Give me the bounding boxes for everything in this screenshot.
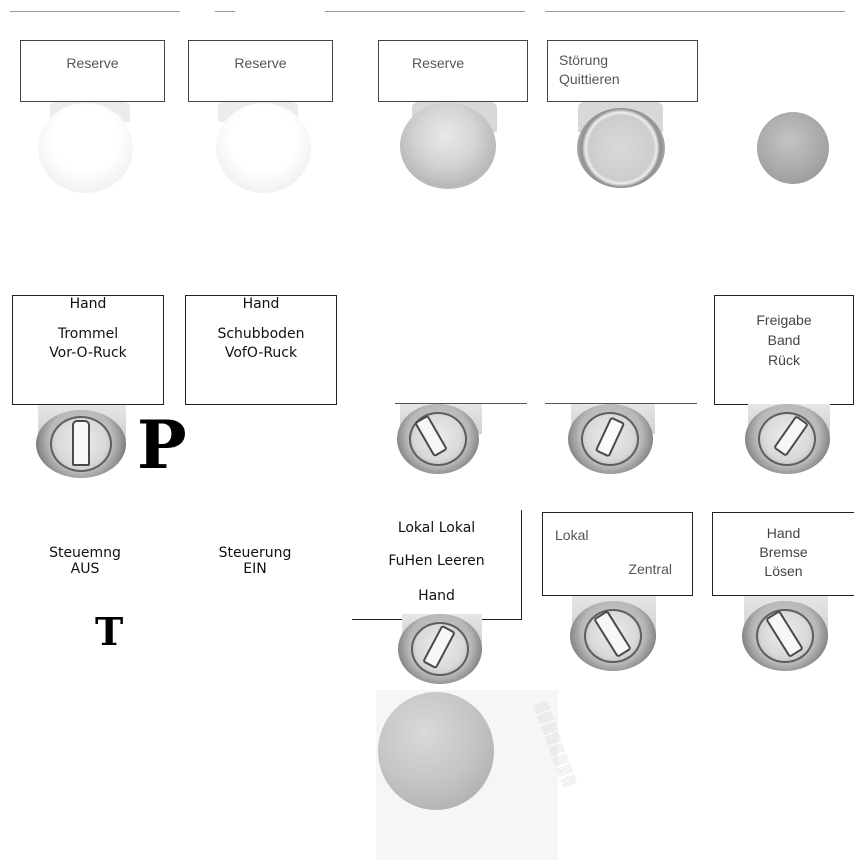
stoerung-quittieren-label: Störung Quittieren bbox=[547, 40, 698, 102]
hand-trommel-label: Hand Trommel Vor-O-Ruck bbox=[12, 295, 164, 405]
freigabe-selector-switch[interactable] bbox=[745, 404, 830, 474]
top-divider-2 bbox=[215, 11, 235, 12]
reserve-label-2-text: Reserve bbox=[234, 55, 287, 71]
hand-trommel-line-2: Trommel bbox=[57, 326, 119, 342]
freigabe-line-2: Band bbox=[767, 332, 801, 348]
mid-divider-1 bbox=[395, 403, 527, 404]
lokal-fuellen-line-3: Hand bbox=[418, 588, 455, 604]
zentral-text: Zentral bbox=[628, 561, 672, 577]
steuerung-ein-line-2: EIN bbox=[243, 561, 267, 577]
reserve-lamp-1[interactable] bbox=[38, 103, 133, 193]
reserve-label-1: Reserve bbox=[20, 40, 165, 102]
reserve-label-2: Reserve bbox=[188, 40, 333, 102]
top-divider-3 bbox=[325, 11, 525, 12]
trommel-switch-lever bbox=[72, 420, 90, 466]
trommel-selector-switch[interactable] bbox=[36, 410, 126, 478]
freigabe-line-1: Freigabe bbox=[756, 312, 812, 328]
hand-trommel-line-3: Vor-O-Ruck bbox=[49, 345, 127, 361]
lokal-fuellen-label: Lokal Lokal FuHen Leeren Hand bbox=[352, 510, 522, 620]
lokal-text: Lokal bbox=[555, 527, 589, 543]
lokal-fuellen-line-1: Lokal Lokal bbox=[397, 520, 476, 536]
p-marker: P bbox=[137, 406, 187, 484]
lokal-zentral-selector-switch[interactable] bbox=[570, 601, 656, 671]
steuerung-aus-text: Steuemng AUS bbox=[35, 545, 135, 577]
hand-bremse-line-3: Lösen bbox=[764, 563, 803, 579]
stoerung-text: Störung bbox=[559, 52, 609, 68]
hand-schubboden-line-1: Hand bbox=[242, 296, 280, 312]
t-marker: T bbox=[95, 609, 124, 654]
lokal-zentral-label: Lokal Zentral bbox=[542, 512, 693, 596]
reserve-label-3-text: Reserve bbox=[412, 55, 465, 71]
top-divider-4 bbox=[545, 11, 845, 12]
top-divider-1 bbox=[10, 11, 180, 12]
steuerung-ein-line-1: Steuerung bbox=[218, 545, 292, 561]
hand-trommel-line-1: Hand bbox=[69, 296, 107, 312]
stoerung-quittieren-button[interactable] bbox=[577, 108, 665, 188]
steuerung-ein-text: Steuerung EIN bbox=[205, 545, 305, 577]
quittieren-text: Quittieren bbox=[559, 71, 620, 87]
hand-bremse-line-1: Hand bbox=[766, 525, 801, 541]
hand-schubboden-label: Hand Schubboden VofO-Ruck bbox=[185, 295, 337, 405]
reserve-label-3: Reserve bbox=[378, 40, 528, 102]
mushroom-stop-button[interactable] bbox=[378, 692, 494, 810]
steuerung-aus-line-1: Steuemng bbox=[49, 545, 121, 561]
freigabe-line-3: Rück bbox=[768, 352, 800, 368]
reserve-lamp-3[interactable] bbox=[400, 103, 496, 189]
lokal-fuellen-selector-switch[interactable] bbox=[398, 614, 482, 684]
hand-schubboden-line-3: VofO-Ruck bbox=[224, 345, 298, 361]
hand-schubboden-line-2: Schubboden bbox=[217, 326, 305, 342]
indicator-lamp bbox=[757, 112, 829, 184]
steuerung-aus-line-2: AUS bbox=[70, 561, 100, 577]
selector-switch-2[interactable] bbox=[397, 404, 479, 474]
freigabe-band-rueck-label: Freigabe Band Rück bbox=[714, 295, 854, 405]
reserve-label-1-text: Reserve bbox=[66, 55, 119, 71]
mid-divider-2 bbox=[545, 403, 697, 404]
hand-bremse-label: Hand Bremse Lösen bbox=[712, 512, 854, 596]
lokal-fuellen-line-2: FuHen Leeren bbox=[388, 553, 485, 569]
reserve-lamp-2[interactable] bbox=[216, 103, 311, 193]
selector-switch-3[interactable] bbox=[568, 404, 653, 474]
hand-bremse-selector-switch[interactable] bbox=[742, 601, 828, 671]
hand-bremse-line-2: Bremse bbox=[759, 544, 808, 560]
